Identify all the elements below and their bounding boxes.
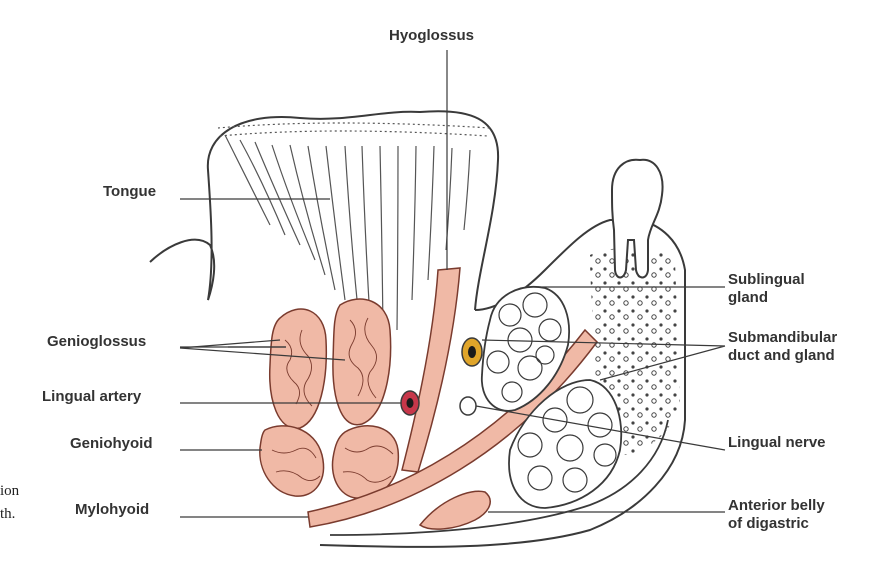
label-tongue: Tongue	[103, 183, 156, 200]
lingual-nerve-vessel	[460, 397, 476, 415]
hyoglossus-muscle	[402, 268, 460, 472]
caption-fragment-2: th.	[0, 504, 15, 524]
label-sublingual-1: Sublingual	[728, 271, 805, 288]
label-geniohyoid: Geniohyoid	[70, 435, 153, 452]
genioglossus-left	[270, 309, 327, 428]
label-submandibular-2: duct and gland	[728, 347, 835, 364]
label-sublingual-2: gland	[728, 289, 768, 306]
label-lingual-nerve: Lingual nerve	[728, 434, 826, 451]
label-mylohyoid: Mylohyoid	[75, 501, 149, 518]
genioglossus-right	[333, 299, 391, 425]
label-submandibular-1: Submandibular	[728, 329, 837, 346]
label-anterior-belly-2: of digastric	[728, 515, 809, 532]
geniohyoid-left	[260, 426, 324, 496]
anterior-belly-digastric	[420, 491, 490, 529]
duct-lumen	[468, 346, 476, 358]
caption-fragment-1: ion	[0, 481, 19, 501]
label-genioglossus: Genioglossus	[47, 333, 146, 350]
artery-lumen	[407, 398, 414, 408]
label-lingual-artery: Lingual artery	[42, 388, 141, 405]
label-anterior-belly-1: Anterior belly	[728, 497, 825, 514]
label-hyoglossus: Hyoglossus	[389, 27, 474, 44]
